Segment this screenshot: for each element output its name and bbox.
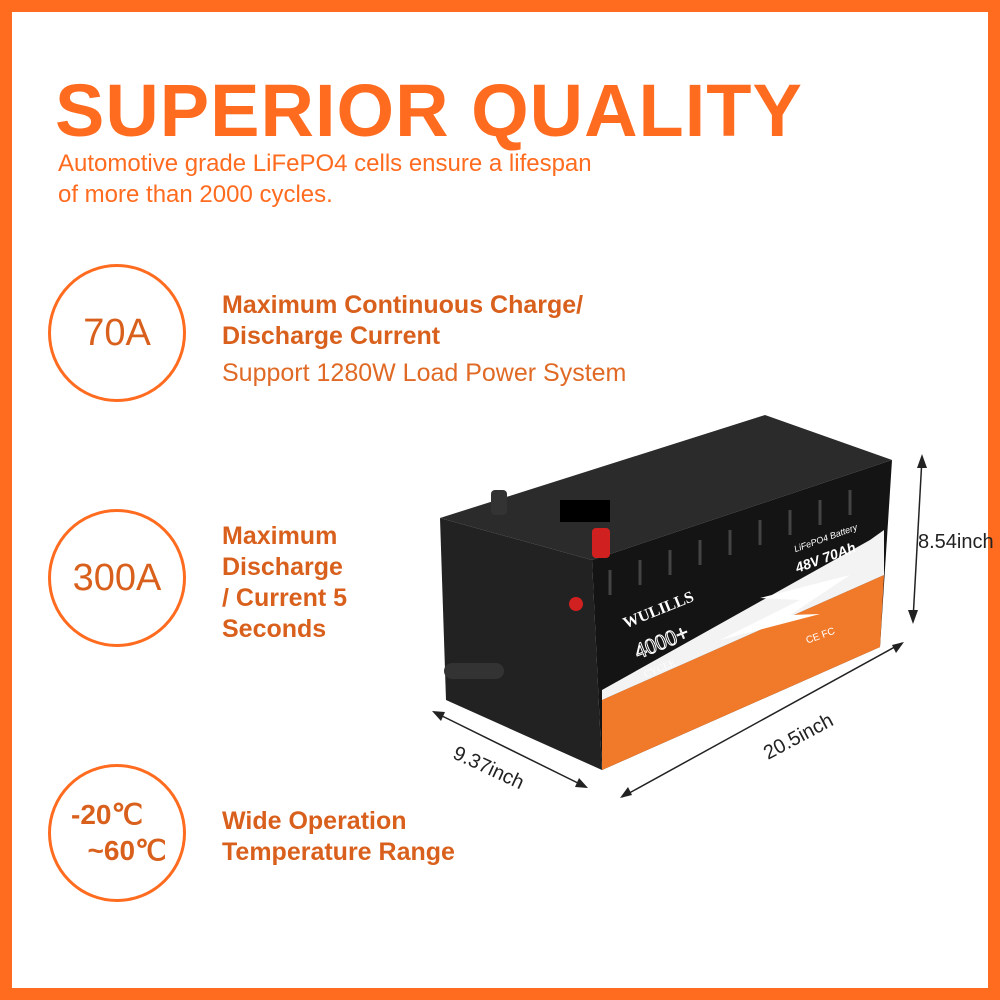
page-title: SUPERIOR QUALITY — [55, 69, 803, 152]
battery-orange-band — [602, 575, 884, 770]
display-screen — [560, 500, 610, 522]
battery-white-band — [602, 530, 884, 700]
arrow-heads — [432, 454, 927, 798]
width-label: 9.37inch — [450, 742, 528, 794]
feature-heading-line: Maximum — [222, 522, 338, 550]
feature-heading-line: Wide Operation — [222, 807, 407, 835]
length-label: 20.5inch — [760, 709, 837, 764]
badge-temperature: -20℃ ~60℃ — [48, 764, 186, 902]
badge-text: 300A — [72, 556, 162, 599]
feature-heading-line: Discharge — [222, 553, 343, 581]
badge-text: 70A — [83, 311, 151, 354]
feature-max-discharge: Maximum Discharge / Current 5 Seconds — [222, 521, 347, 645]
positive-terminal — [592, 528, 610, 558]
battery-side — [440, 518, 602, 770]
dimension-lines — [433, 457, 923, 798]
badge-text: -20℃ — [71, 799, 143, 830]
feature-heading: Maximum Continuous Charge/ Discharge Cur… — [222, 291, 584, 350]
negative-terminal — [491, 490, 507, 515]
badge-300a: 300A — [48, 509, 186, 647]
feature-heading-line: Temperature Range — [222, 838, 455, 866]
feature-sub: Support 1280W Load Power System — [222, 359, 627, 387]
battery-top — [440, 415, 892, 560]
feature-continuous-current: Maximum Continuous Charge/ Discharge Cur… — [222, 290, 652, 390]
feature-heading-line: / Current 5 — [222, 584, 348, 612]
height-label: 8.54inch — [918, 531, 994, 553]
feature-heading-line: Seconds — [222, 615, 327, 643]
feature-temperature: Wide Operation Temperature Range — [222, 806, 455, 868]
badge-70a: 70A — [48, 264, 186, 402]
lightning-icon — [720, 575, 850, 640]
badge-text: ~60℃ — [87, 835, 167, 866]
handle — [444, 663, 504, 679]
subtitle: Automotive grade LiFePO4 cells ensure a … — [58, 150, 592, 208]
switch-button — [569, 597, 583, 611]
battery-ribs — [608, 490, 852, 595]
